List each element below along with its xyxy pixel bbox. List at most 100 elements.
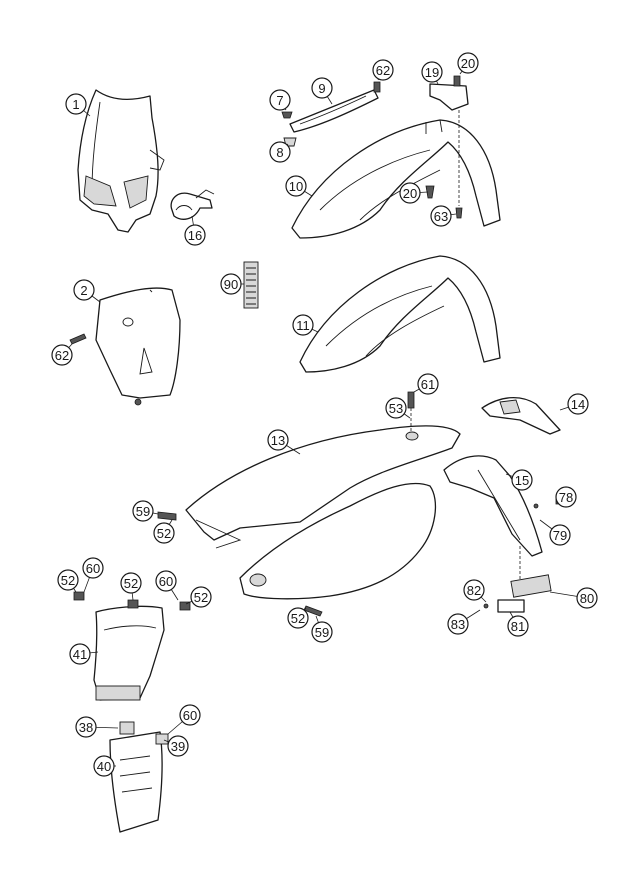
callout-circle (190, 586, 212, 608)
callout-38: 38 (75, 716, 119, 738)
callout-number: 16 (188, 228, 202, 243)
callout-number: 59 (136, 504, 150, 519)
callout-circle (220, 273, 242, 295)
callout-number: 59 (315, 625, 329, 640)
callout-83: 83 (447, 609, 481, 635)
callout-circle (153, 522, 175, 544)
callout-number: 60 (86, 561, 100, 576)
front-number-plate (69, 287, 181, 406)
callout-11: 11 (292, 314, 319, 336)
callout-circle (311, 621, 333, 643)
callout-circle (51, 344, 73, 366)
callout-7: 7 (269, 89, 291, 111)
callout-circle (507, 615, 529, 637)
callout-number: 60 (183, 708, 197, 723)
callout-circle (65, 93, 87, 115)
fender-bracket (373, 75, 469, 219)
front-fender (291, 119, 501, 239)
callout-20: 20 (399, 182, 429, 204)
callout-circle (269, 141, 291, 163)
callout-2: 2 (73, 279, 101, 303)
callout-number: 11 (296, 318, 310, 333)
filter-strip (243, 261, 259, 309)
callout-number: 80 (580, 591, 594, 606)
callout-19: 19 (421, 61, 443, 85)
callout-circle (73, 279, 95, 301)
callout-circle (511, 469, 533, 491)
callout-20: 20 (457, 52, 479, 75)
callout-circle (69, 643, 91, 665)
callout-circle (269, 89, 291, 111)
headlight-mask (77, 89, 165, 233)
callout-circle (311, 77, 333, 99)
callout-60: 60 (82, 557, 104, 593)
callout-number: 40 (97, 759, 111, 774)
clamp-bracket (170, 189, 215, 220)
callout-number: 13 (271, 433, 285, 448)
callout-circle (57, 569, 79, 591)
callout-number: 20 (461, 56, 475, 71)
callout-number: 62 (376, 63, 390, 78)
callout-79: 79 (539, 519, 571, 546)
callout-90: 90 (220, 273, 244, 295)
side-panels (185, 391, 461, 600)
callout-81: 81 (507, 611, 529, 637)
callout-circle (292, 314, 314, 336)
callout-number: 52 (291, 611, 305, 626)
callout-52: 52 (153, 519, 175, 544)
mud-flap-bracket (73, 591, 191, 701)
callout-circle (430, 205, 452, 227)
callout-number: 90 (224, 277, 238, 292)
callout-80: 80 (549, 587, 598, 609)
callout-circle (555, 486, 577, 508)
callout-59: 59 (132, 500, 159, 522)
callout-circle (576, 587, 598, 609)
callout-circle (457, 52, 479, 74)
callout-circle (567, 393, 589, 415)
callout-circle (372, 59, 394, 81)
callout-13: 13 (267, 429, 301, 455)
callout-9: 9 (311, 77, 333, 105)
callout-62: 62 (372, 59, 394, 81)
callout-number: 63 (434, 209, 448, 224)
callout-number: 79 (553, 528, 567, 543)
callout-circle (93, 755, 115, 777)
callout-52: 52 (287, 607, 309, 629)
callout-circle (82, 557, 104, 579)
callout-circle (132, 500, 154, 522)
callout-number: 19 (425, 65, 439, 80)
callout-number: 20 (403, 186, 417, 201)
callout-circle (155, 570, 177, 592)
callout-number: 78 (559, 490, 573, 505)
callout-61: 61 (413, 373, 439, 395)
callout-number: 52 (124, 576, 138, 591)
callout-number: 41 (73, 647, 87, 662)
callout-40: 40 (93, 755, 116, 777)
callout-circle (285, 175, 307, 197)
callout-number: 39 (171, 739, 185, 754)
callout-circle (267, 429, 289, 451)
callout-60: 60 (155, 570, 179, 601)
mud-flap (109, 721, 169, 833)
callout-number: 52 (157, 526, 171, 541)
callout-circle (421, 61, 443, 83)
callout-number: 82 (467, 583, 481, 598)
callout-circle (447, 613, 469, 635)
callout-63: 63 (430, 205, 457, 227)
plate-light (483, 503, 552, 613)
callout-circle (120, 572, 142, 594)
callout-number: 2 (80, 283, 87, 298)
callout-14: 14 (559, 393, 589, 415)
callout-circle (549, 524, 571, 546)
front-fender-variant (299, 255, 501, 373)
callout-number: 10 (289, 179, 303, 194)
callout-circle (463, 579, 485, 601)
callout-39: 39 (163, 735, 189, 757)
callout-circle (75, 716, 97, 738)
callout-number: 61 (421, 377, 435, 392)
tail-light (481, 397, 561, 435)
callout-circle (184, 224, 206, 246)
callout-10: 10 (285, 175, 313, 197)
